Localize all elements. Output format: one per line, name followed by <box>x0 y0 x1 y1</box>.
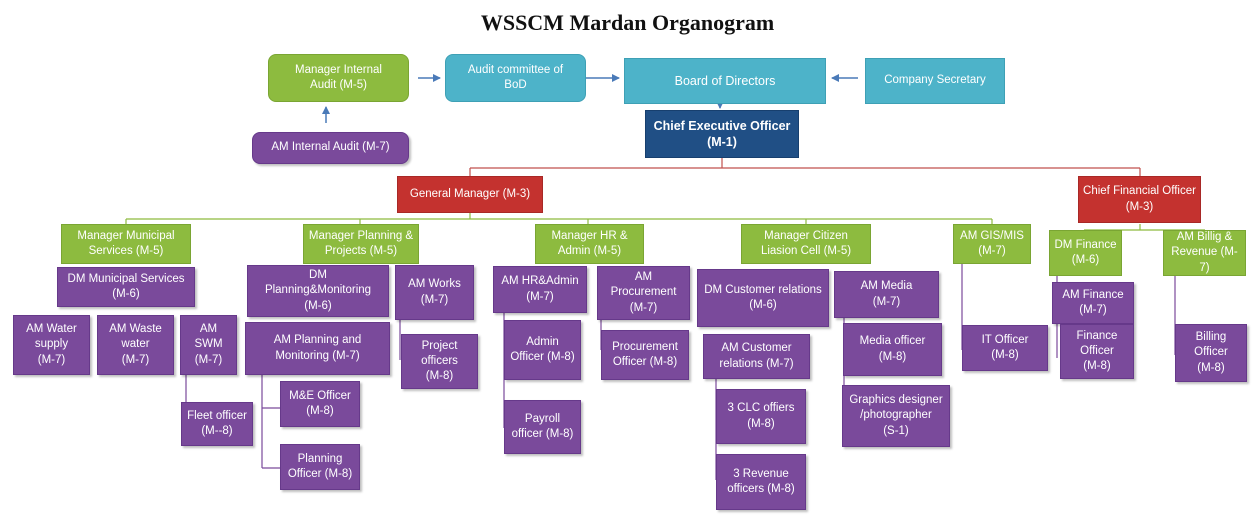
graphics-designer-box: Graphics designer /photographer (S-1) <box>842 385 950 447</box>
manager-municipal-services-box: Manager Municipal Services (M-5) <box>61 224 191 264</box>
me-officer-box: M&E Officer (M-8) <box>280 381 360 427</box>
ceo-box: Chief Executive Officer (M-1) <box>645 110 799 158</box>
payroll-officer-box: Payroll officer (M-8) <box>504 400 581 454</box>
am-works-box: AM Works (M-7) <box>395 265 474 320</box>
manager-planning-projects-box: Manager Planning & Projects (M-5) <box>303 224 419 264</box>
planning-officer-box: Planning Officer (M-8) <box>280 444 360 490</box>
finance-officer-box: Finance Officer (M-8) <box>1060 324 1134 379</box>
am-hr-admin-box: AM HR&Admin (M-7) <box>493 266 587 313</box>
board-of-directors-box: Board of Directors <box>624 58 826 104</box>
am-finance-box: AM Finance (M-7) <box>1052 282 1134 324</box>
am-internal-audit-box: AM Internal Audit (M-7) <box>252 132 409 164</box>
audit-committee-box: Audit committee of BoD <box>445 54 586 102</box>
project-officers-box: Project officers (M-8) <box>401 334 478 389</box>
manager-hr-admin-box: Manager HR & Admin (M-5) <box>535 224 644 264</box>
admin-officer-box: Admin Officer (M-8) <box>504 320 581 380</box>
billing-officer-box: Billing Officer (M-8) <box>1175 324 1247 382</box>
cfo-box: Chief Financial Officer (M-3) <box>1078 176 1201 223</box>
clc-officers-box: 3 CLC offiers (M-8) <box>716 389 806 444</box>
am-billing-revenue-box: AM Billig & Revenue (M- 7) <box>1163 230 1246 276</box>
revenue-officers-box: 3 Revenue officers (M-8) <box>716 454 806 510</box>
it-officer-box: IT Officer (M-8) <box>962 325 1048 371</box>
manager-internal-audit-box: Manager Internal Audit (M-5) <box>268 54 409 102</box>
media-officer-box: Media officer (M-8) <box>843 323 942 376</box>
dm-planning-monitoring-box: DM Planning&Monitoring (M-6) <box>247 265 389 317</box>
page-title: WSSCM Mardan Organogram <box>480 10 775 35</box>
am-water-supply-box: AM Water supply (M-7) <box>13 315 90 375</box>
am-waste-water-box: AM Waste water (M-7) <box>97 315 174 375</box>
am-planning-monitoring-box: AM Planning and Monitoring (M-7) <box>245 322 390 375</box>
dm-customer-relations-box: DM Customer relations (M-6) <box>697 269 829 327</box>
general-manager-box: General Manager (M-3) <box>397 176 543 213</box>
procurement-officer-box: Procurement Officer (M-8) <box>601 330 689 380</box>
company-secretary-box: Company Secretary <box>865 58 1005 104</box>
am-media-box: AM Media (M-7) <box>834 271 939 318</box>
am-customer-relations-box: AM Customer relations (M-7) <box>703 334 810 379</box>
fleet-officer-box: Fleet officer (M--8) <box>181 402 253 446</box>
am-gis-mis-box: AM GIS/MIS (M-7) <box>953 224 1031 264</box>
am-procurement-box: AM Procurement (M-7) <box>597 266 690 320</box>
dm-municipal-services-box: DM Municipal Services (M-6) <box>57 267 195 307</box>
manager-citizen-liaison-box: Manager Citizen Liasion Cell (M-5) <box>741 224 871 264</box>
dm-finance-box: DM Finance (M-6) <box>1049 230 1122 276</box>
am-swm-box: AM SWM (M-7) <box>180 315 237 375</box>
